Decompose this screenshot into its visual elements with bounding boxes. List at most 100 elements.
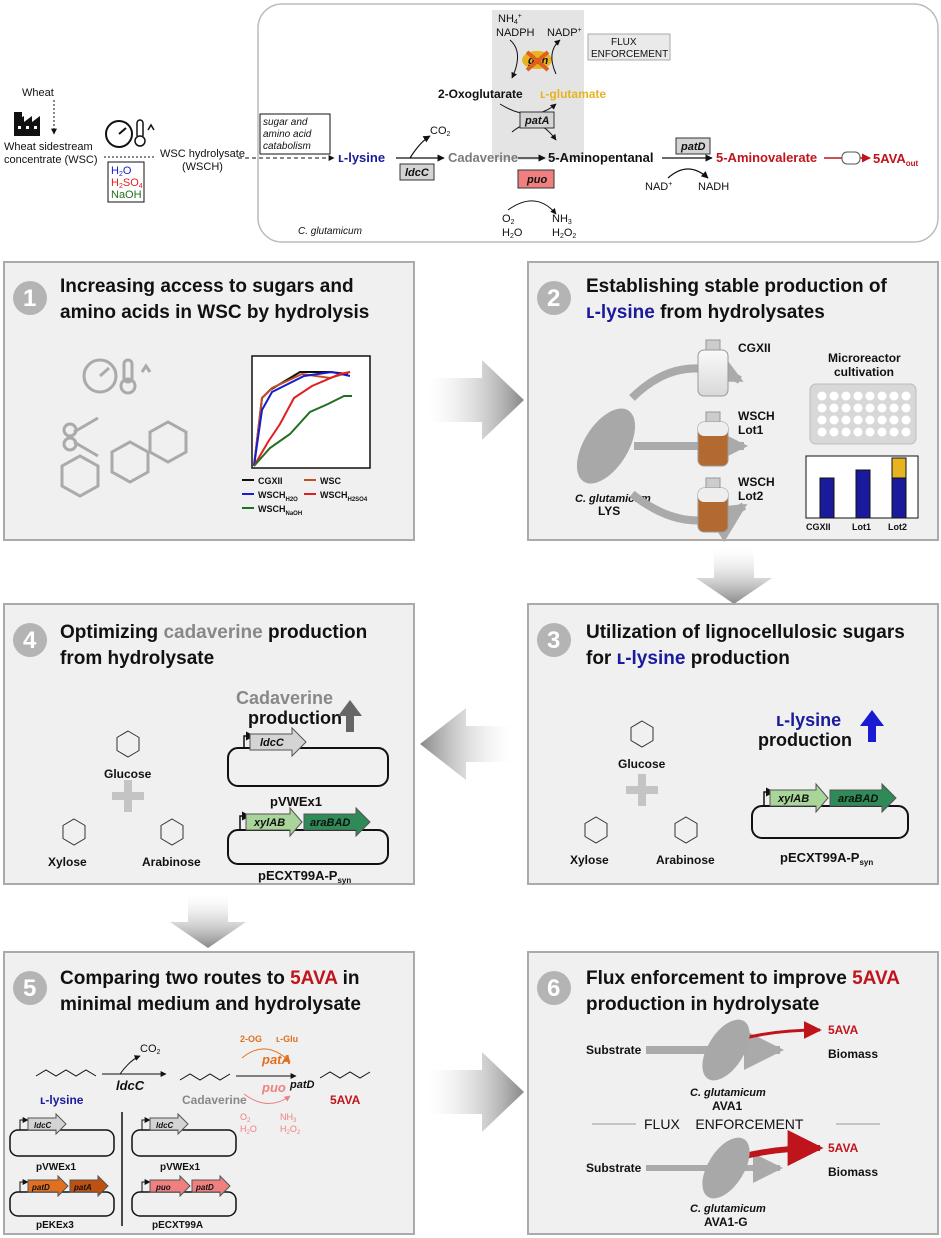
svg-text:xylAB: xylAB	[777, 793, 809, 805]
svg-text:2: 2	[547, 285, 560, 312]
up-arrow-icon	[338, 700, 362, 732]
svg-text:ldcC: ldcC	[260, 737, 285, 749]
svg-text:puo: puo	[155, 1183, 171, 1192]
microplate-well	[889, 403, 899, 413]
microplate-well	[841, 427, 851, 437]
svg-text:Flux enforcement to improve 5A: Flux enforcement to improve 5AVA	[586, 968, 900, 989]
microplate-well	[901, 427, 911, 437]
wsch-label-2: (WSCH)	[182, 161, 223, 173]
cadaverine-label: Cadaverine	[448, 150, 518, 165]
svg-text:pECXT99A-Psyn: pECXT99A-Psyn	[258, 868, 351, 885]
svg-text:ENFORCEMENT: ENFORCEMENT	[591, 49, 668, 60]
svg-text:O2: O2	[240, 1112, 251, 1124]
microplate-well	[841, 403, 851, 413]
svg-text:Microreactor: Microreactor	[828, 351, 901, 365]
wheat-label: Wheat	[22, 87, 54, 99]
patA-enzyme	[519, 111, 555, 129]
wsch-label-1: WSC hydrolysate	[160, 148, 245, 160]
svg-text:NH3: NH3	[280, 1112, 297, 1124]
svg-text:patA: patA	[261, 1052, 291, 1067]
svg-text:NH4+: NH4+	[498, 13, 522, 26]
svg-text:ʟ-Glu: ʟ-Glu	[276, 1034, 298, 1044]
microplate-well	[877, 391, 887, 401]
svg-text:H2O: H2O	[502, 227, 523, 240]
bottle-lot2	[697, 477, 729, 533]
svg-text:patA: patA	[524, 115, 550, 127]
svg-text:5AVA: 5AVA	[828, 1141, 859, 1155]
svg-text:O2: O2	[502, 213, 515, 226]
cell-icon	[702, 1137, 750, 1199]
bar-lot2-top	[891, 457, 907, 479]
series-wsch-naoh	[253, 395, 352, 467]
oxoglutarate-label: 2-Oxoglutarate	[438, 87, 523, 101]
microplate-well	[877, 415, 887, 425]
svg-text:ʟ-lysine from hydrolysates: ʟ-lysine from hydrolysates	[586, 302, 825, 323]
ava-structure	[319, 1071, 371, 1079]
panel-1: 1 Increasing access to sugars and amino …	[3, 261, 415, 541]
svg-text:1: 1	[23, 285, 36, 312]
pathway-section: Wheat Wheat sidestream concentrate (WSC)…	[4, 3, 939, 243]
svg-text:pVWEx1: pVWEx1	[270, 794, 322, 809]
plus-icon	[626, 774, 658, 806]
microplate-well	[829, 391, 839, 401]
microplate-well	[877, 427, 887, 437]
svg-text:CGXII: CGXII	[806, 522, 831, 532]
cell-icon	[702, 1019, 750, 1081]
svg-text:pECXT99A: pECXT99A	[152, 1220, 203, 1231]
svg-text:patA: patA	[73, 1183, 92, 1192]
svg-text:Lot2: Lot2	[738, 489, 764, 503]
svg-text:Substrate: Substrate	[586, 1043, 642, 1057]
svg-text:production in hydrolysate: production in hydrolysate	[586, 994, 819, 1015]
legend-entry: WSCHNaOH	[258, 504, 302, 517]
microplate-well	[877, 403, 887, 413]
svg-text:ldcC: ldcC	[405, 167, 430, 179]
bottle-lot1	[697, 411, 729, 467]
svg-text:C. glutamicum: C. glutamicum	[690, 1087, 766, 1099]
bar-cgxii	[819, 477, 835, 519]
svg-text:Xylose: Xylose	[48, 855, 87, 869]
svg-text:ldcC: ldcC	[116, 1078, 145, 1093]
svg-text:CO2: CO2	[430, 125, 451, 138]
svg-text:Glucose: Glucose	[104, 767, 152, 781]
wsc-label-2: concentrate (WSC)	[4, 154, 98, 166]
svg-text:H2O: H2O	[240, 1124, 257, 1136]
lysine-label: ʟ-lysine	[338, 150, 385, 165]
svg-text:Lot2: Lot2	[888, 522, 907, 532]
panel-4: 4 Optimizing cadaverine production from …	[3, 603, 415, 885]
knockout-cross-icon	[525, 50, 550, 72]
svg-text:Increasing access to sugars an: Increasing access to sugars and	[60, 276, 354, 297]
svg-text:Lot1: Lot1	[852, 522, 871, 532]
solvent-box	[107, 161, 145, 203]
panel-6: 6 Flux enforcement to improve 5AVA produ…	[527, 951, 939, 1235]
svg-text:H2O2: H2O2	[280, 1124, 301, 1136]
svg-text:araBAD: araBAD	[838, 793, 878, 805]
svg-text:minimal medium and hydrolysate: minimal medium and hydrolysate	[60, 994, 361, 1015]
flow-arrow	[170, 894, 246, 948]
legend-entry: WSC	[320, 476, 341, 486]
plasmid-pvwex1	[227, 747, 389, 787]
microplate-well	[889, 427, 899, 437]
svg-text:production: production	[248, 708, 342, 728]
svg-text:Glucose: Glucose	[618, 757, 666, 771]
series-wsch-h2o	[253, 370, 351, 467]
microplate-well	[829, 415, 839, 425]
svg-text:patD: patD	[195, 1183, 214, 1192]
svg-text:pEKEx3: pEKEx3	[36, 1220, 74, 1231]
svg-text:CGXII: CGXII	[738, 341, 771, 355]
aminopentanal-label: 5-Aminopentanal	[548, 150, 653, 165]
svg-text:H2O2: H2O2	[552, 227, 576, 240]
plus-icon	[112, 780, 144, 812]
catabolism-box	[259, 113, 331, 155]
legend-entry: CGXII	[258, 476, 283, 486]
svg-text:ldcC: ldcC	[156, 1121, 174, 1130]
svg-text:H2SO4: H2SO4	[111, 177, 143, 190]
svg-text:Xylose: Xylose	[570, 853, 609, 867]
transporter	[841, 151, 861, 165]
svg-text:NADPH: NADPH	[496, 27, 535, 39]
svg-text:Biomass: Biomass	[828, 1165, 878, 1179]
svg-text:Cadaverine: Cadaverine	[182, 1093, 247, 1107]
svg-text:FLUX: FLUX	[611, 37, 637, 48]
flux-enforcement-box	[587, 33, 671, 61]
hydrolysis-icons	[60, 358, 188, 498]
